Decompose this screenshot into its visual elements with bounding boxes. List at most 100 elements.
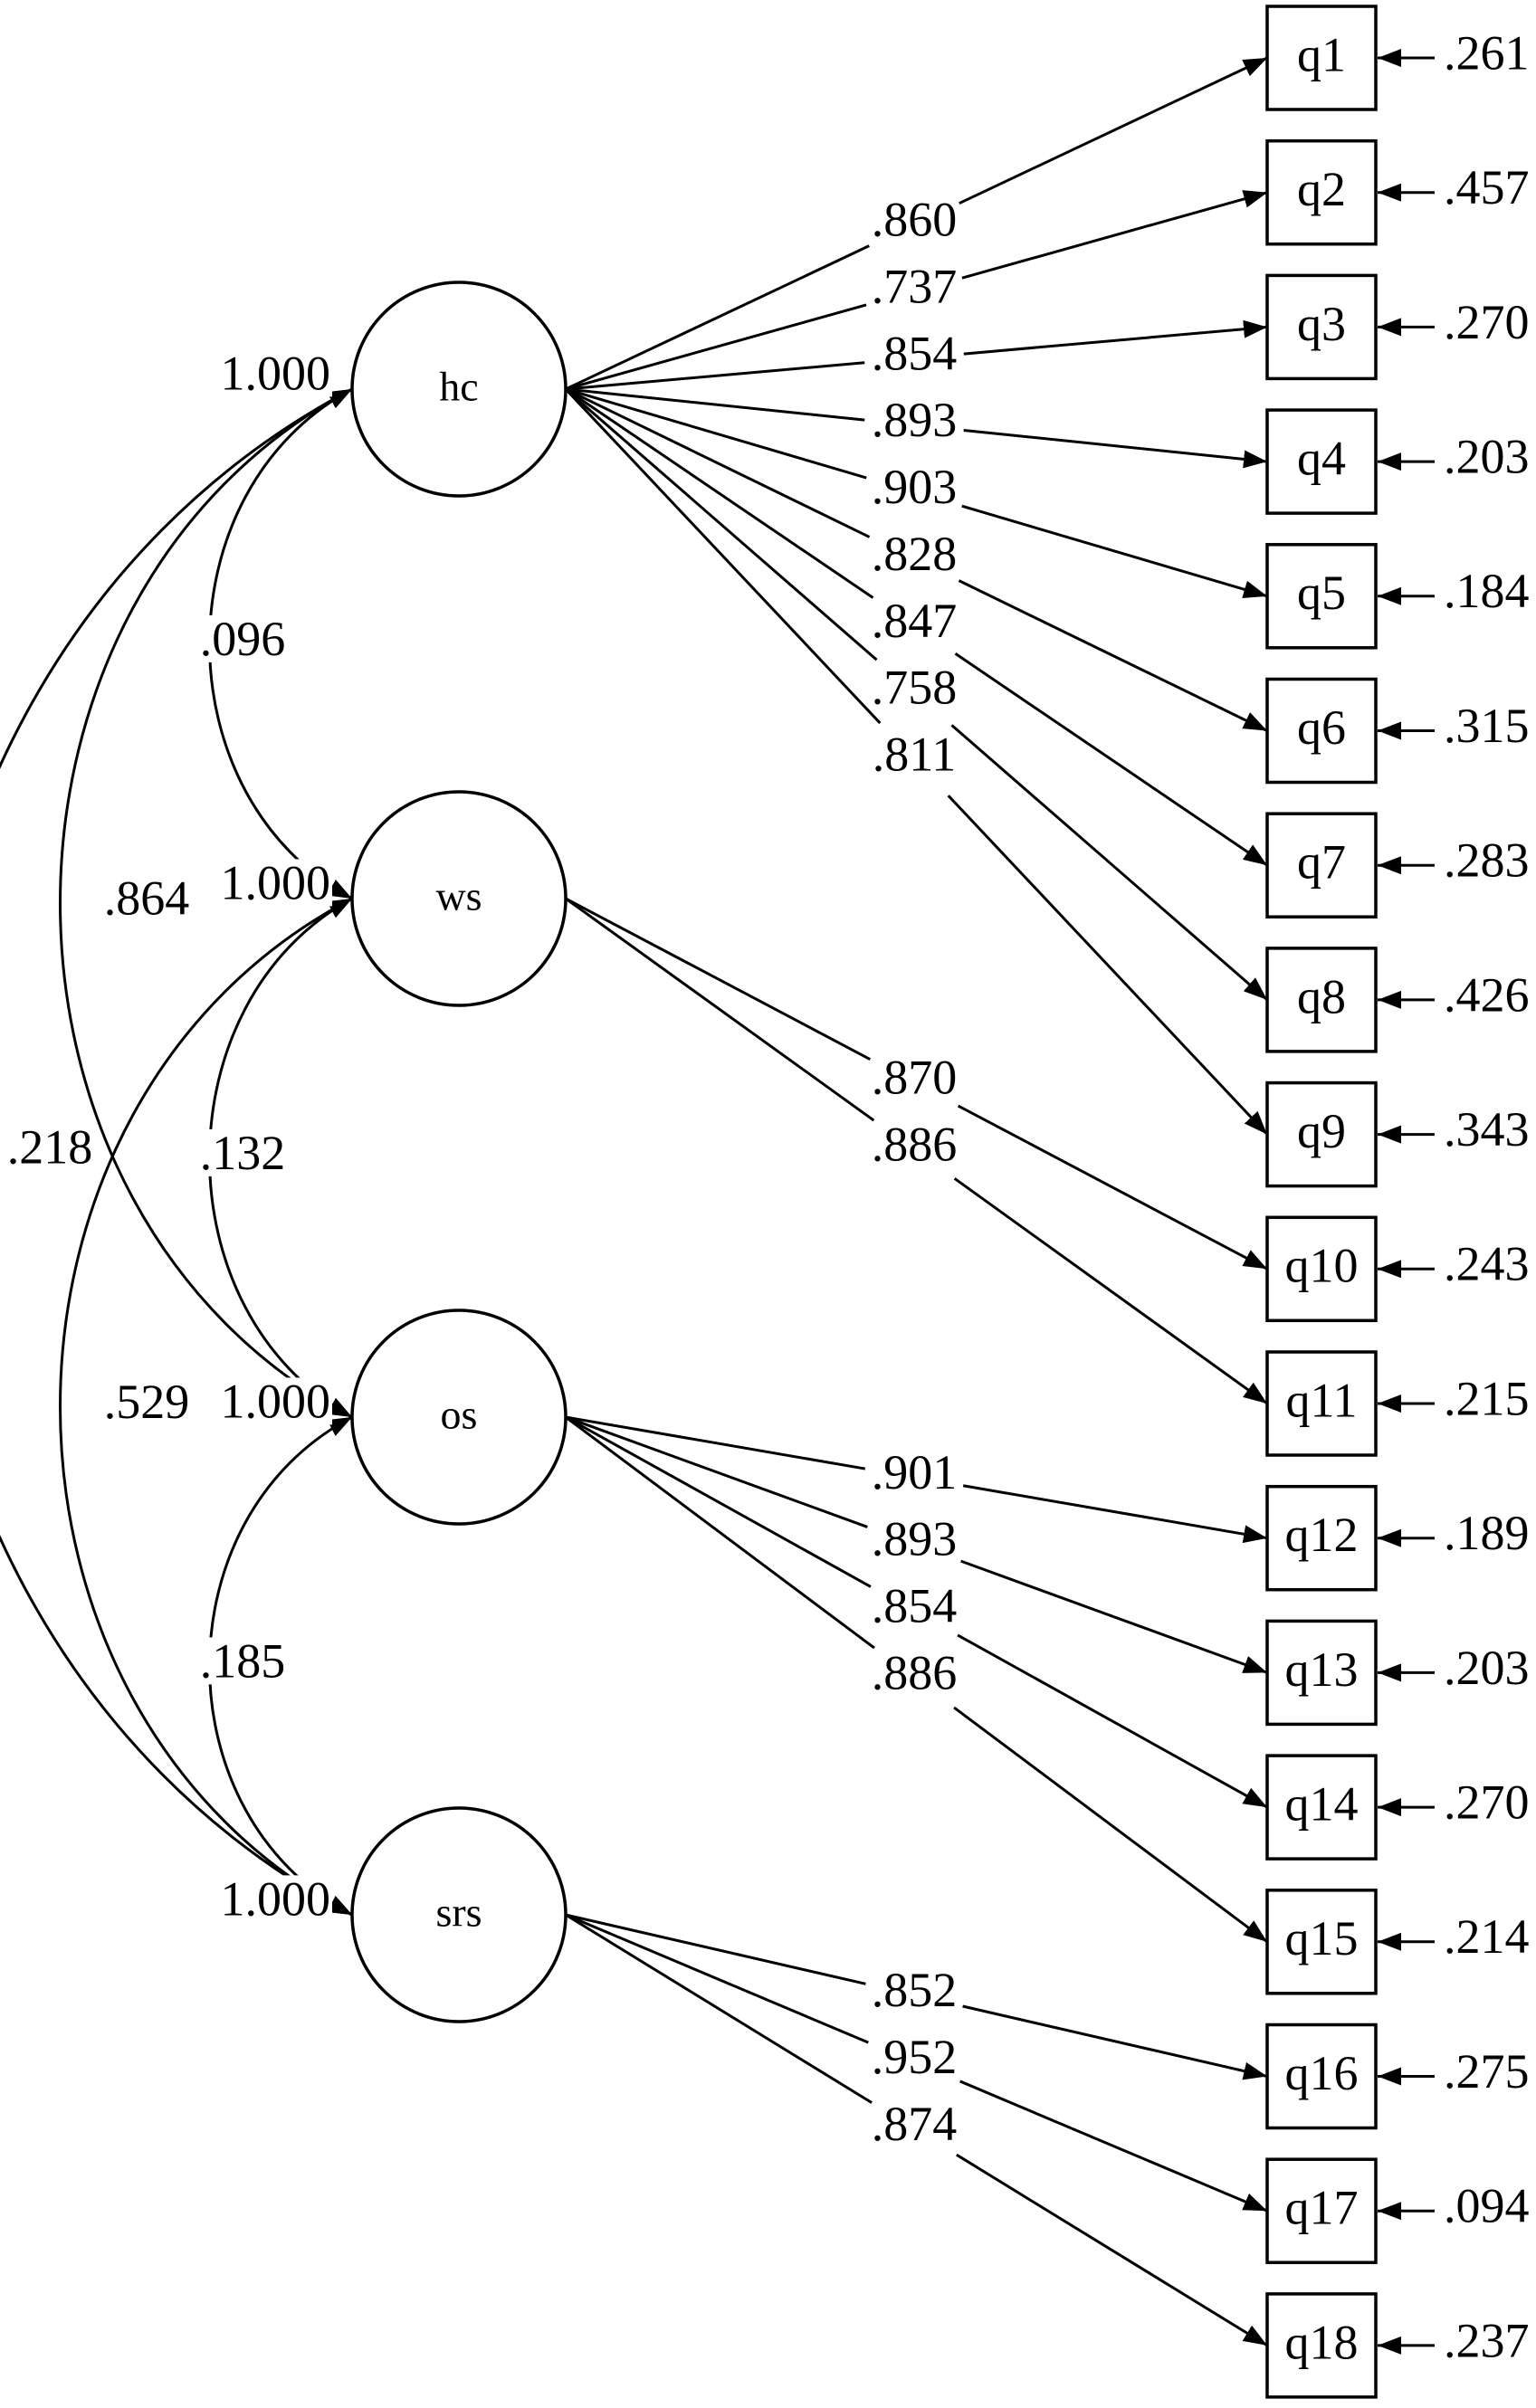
loading-path-q18 xyxy=(565,1913,873,2104)
loading-label-q11: .886 xyxy=(872,1118,958,1172)
factor-circle-os xyxy=(350,1309,568,1526)
correlation-label-os-srs: .185 xyxy=(200,1633,286,1688)
factor-variance-bg-srs xyxy=(218,1875,332,1923)
indicator-name-q10: q10 xyxy=(1285,1239,1359,1293)
loading-label-q3: .854 xyxy=(872,326,958,380)
indicator-box-q2 xyxy=(1265,138,1378,246)
loading-label-q10: .870 xyxy=(872,1051,958,1105)
indicator-box-q8 xyxy=(1265,947,1378,1053)
error-label-q4: .203 xyxy=(1444,429,1530,483)
error-label-q16: .275 xyxy=(1444,2044,1530,2099)
indicator-name-q11: q11 xyxy=(1286,1373,1358,1427)
loading-path-q7 xyxy=(565,387,874,599)
indicator-name-q15: q15 xyxy=(1285,1911,1359,1965)
indicator-box-q5 xyxy=(1265,543,1378,650)
error-label-q6: .315 xyxy=(1444,699,1530,753)
indicator-name-q8: q8 xyxy=(1297,969,1346,1023)
loading-arrow-q9 xyxy=(947,795,1269,1136)
loading-path-q9 xyxy=(564,387,882,725)
indicator-name-q13: q13 xyxy=(1285,1642,1359,1697)
factor-variance-srs: 1.000 xyxy=(221,1871,331,1926)
error-label-q15: .214 xyxy=(1444,1909,1530,1964)
correlation-label-bg-ws-srs xyxy=(101,1377,192,1425)
error-label-q2: .457 xyxy=(1444,160,1530,214)
indicator-box-q10 xyxy=(1265,1215,1378,1323)
factor-variance-ws: 1.000 xyxy=(221,855,331,909)
factor-variance-bg-hc xyxy=(218,349,332,397)
factor-name-hc: hc xyxy=(439,364,478,410)
error-label-q14: .270 xyxy=(1444,1775,1530,1829)
loading-path-q10 xyxy=(565,897,872,1061)
error-label-q5: .184 xyxy=(1444,564,1530,618)
indicator-box-q18 xyxy=(1265,2292,1378,2399)
factor-variance-bg-ws xyxy=(218,859,332,907)
correlation-label-bg-hc-os xyxy=(101,874,192,922)
loading-label-q5: .903 xyxy=(872,460,958,514)
factor-name-ws: ws xyxy=(435,873,482,919)
factor-variance-hc: 1.000 xyxy=(221,346,331,400)
loading-arrow-q13 xyxy=(960,1559,1268,1674)
loading-arrow-q2 xyxy=(961,190,1268,280)
factor-circle-ws xyxy=(350,790,568,1007)
correlation-arc-hc-os xyxy=(59,387,353,1419)
factor-variance-os: 1.000 xyxy=(221,1374,331,1428)
indicator-name-q9: q9 xyxy=(1297,1104,1346,1158)
loading-label-q13: .893 xyxy=(872,1512,958,1566)
indicator-box-q9 xyxy=(1265,1080,1378,1188)
error-label-q9: .343 xyxy=(1444,1102,1530,1156)
indicator-name-q17: q17 xyxy=(1285,2181,1359,2235)
loading-path-q14 xyxy=(565,1415,872,1588)
indicator-box-q1 xyxy=(1265,5,1378,111)
error-label-q13: .203 xyxy=(1444,1641,1530,1695)
loading-arrow-q15 xyxy=(953,1706,1268,1944)
error-label-q3: .270 xyxy=(1444,295,1530,349)
indicator-name-q2: q2 xyxy=(1297,162,1346,216)
indicator-box-q13 xyxy=(1265,1619,1378,1727)
loading-path-q6 xyxy=(565,387,871,538)
factor-variance-bg-os xyxy=(218,1377,332,1425)
loading-path-q16 xyxy=(565,1913,866,1985)
indicator-box-q17 xyxy=(1265,2157,1378,2264)
loading-label-q1: .860 xyxy=(872,193,958,247)
loading-path-q5 xyxy=(565,387,867,480)
correlation-label-bg-hc-ws xyxy=(197,614,288,662)
nodes-layer: hcwsossrsq1q2q3q4q5q6q7q8q9q10q11q12q13q… xyxy=(350,5,1378,2399)
indicator-name-q3: q3 xyxy=(1297,297,1346,351)
correlation-label-hc-srs: .218 xyxy=(7,1119,93,1174)
loading-arrow-q18 xyxy=(956,2153,1268,2347)
indicator-box-q12 xyxy=(1265,1484,1378,1592)
loading-arrow-q8 xyxy=(950,724,1268,1002)
loading-path-q4 xyxy=(565,387,865,422)
loading-label-q9: .811 xyxy=(873,728,957,782)
indicator-name-q5: q5 xyxy=(1297,566,1346,620)
loading-arrow-q12 xyxy=(962,1484,1268,1544)
loading-path-q1 xyxy=(565,244,870,391)
indicator-box-q7 xyxy=(1265,812,1378,918)
indicator-name-q4: q4 xyxy=(1297,431,1346,485)
indicator-name-q16: q16 xyxy=(1285,2046,1359,2100)
loading-arrow-q16 xyxy=(962,2004,1268,2080)
factor-name-srs: srs xyxy=(435,1889,482,1936)
indicator-name-q6: q6 xyxy=(1297,700,1346,755)
loading-arrow-q5 xyxy=(961,504,1268,599)
factor-circle-srs xyxy=(350,1806,568,2023)
correlation-label-hc-ws: .096 xyxy=(200,612,286,666)
loading-path-q12 xyxy=(565,1415,866,1470)
loading-label-q6: .828 xyxy=(872,527,958,581)
indicator-box-q14 xyxy=(1265,1754,1378,1861)
factor-circle-hc xyxy=(350,281,568,498)
loading-arrow-q17 xyxy=(959,2080,1268,2213)
loading-path-q17 xyxy=(565,1913,869,2044)
loading-arrow-q14 xyxy=(957,1633,1268,1809)
correlation-arc-hc-srs xyxy=(0,387,353,1917)
loading-path-q15 xyxy=(565,1415,875,1650)
error-label-q11: .215 xyxy=(1444,1371,1530,1425)
indicator-name-q7: q7 xyxy=(1297,835,1346,890)
loading-arrow-q1 xyxy=(959,56,1268,205)
loading-arrow-q10 xyxy=(957,1104,1268,1271)
error-label-q18: .237 xyxy=(1444,2313,1530,2367)
correlation-label-bg-hc-srs xyxy=(5,1123,95,1171)
loading-label-q15: .886 xyxy=(872,1645,958,1699)
loading-label-q18: .874 xyxy=(872,2097,958,2151)
